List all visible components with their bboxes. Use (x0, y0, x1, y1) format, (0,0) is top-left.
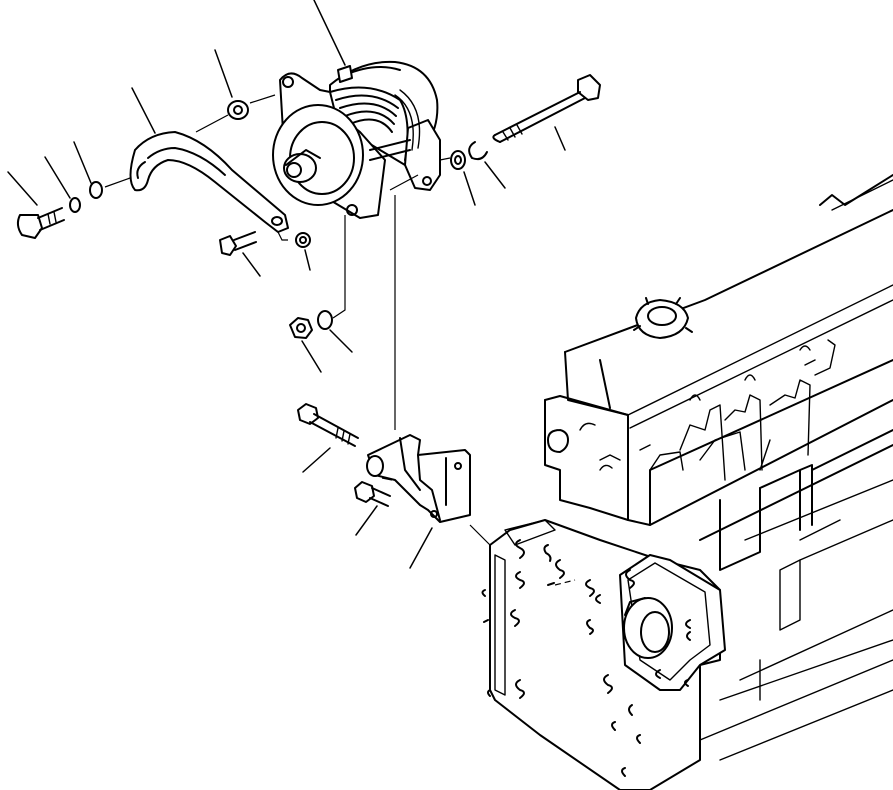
upper-left-bolt (18, 208, 64, 238)
adjusting-bracket (131, 132, 289, 232)
assembly-line-1 (105, 178, 130, 187)
spring-washer-icon (70, 198, 80, 212)
bracket-lower-bolt (220, 232, 256, 255)
assembly-line-2 (196, 115, 228, 132)
alternator-icon (273, 62, 440, 218)
assembly-line-5 (333, 215, 345, 318)
assembly-line-10 (382, 478, 392, 480)
long-through-bolt (493, 75, 600, 142)
rocker-cover-stripe-2 (630, 300, 893, 428)
small-nut-icon (296, 233, 310, 247)
timing-case-bolt-holes (483, 540, 691, 776)
rocker-cover-stripe-1 (628, 285, 893, 415)
injector-pipe-2 (725, 395, 762, 470)
lower-washer-icon (318, 311, 332, 329)
mounting-bolt (298, 404, 358, 446)
assembly-line-8 (390, 175, 418, 190)
assembly-line-3 (250, 95, 275, 103)
bolt-icon (220, 236, 236, 255)
oil-filler-cap-icon (634, 298, 692, 338)
crankcase-side (700, 445, 893, 540)
rocker-cover-ridge (600, 360, 610, 408)
mounting-short-bolt (355, 482, 390, 506)
engine-upper-edge (820, 175, 893, 205)
cylinder-head-front (545, 400, 628, 520)
long-bolt-washers (451, 142, 487, 169)
engine-upper-edge-2 (832, 180, 893, 210)
assembly-line-4 (278, 232, 288, 240)
rocker-cover-top (565, 210, 893, 352)
bolt-icon (578, 75, 600, 100)
assembly-line-7 (440, 158, 450, 160)
timing-case (490, 520, 720, 790)
injector-pipe-3 (770, 380, 810, 455)
bracket-icon (131, 132, 289, 232)
cylinder-head (545, 396, 893, 525)
lower-nut (290, 318, 312, 338)
gear-hub-icon (624, 598, 672, 658)
bolt-icon (355, 482, 374, 502)
cylinder-head-side (650, 360, 893, 525)
leader-lines (8, 0, 565, 568)
mounting-bracket (367, 435, 470, 522)
injector-pipe-4 (815, 340, 835, 375)
assembly-line-9 (470, 525, 490, 545)
injector-pipe-1 (680, 405, 725, 480)
flat-washer-icon (90, 182, 102, 198)
bolt-icon (298, 404, 318, 424)
engine-block (483, 175, 893, 790)
bracket-washer-icon (228, 101, 248, 119)
bolt-icon (18, 215, 42, 238)
